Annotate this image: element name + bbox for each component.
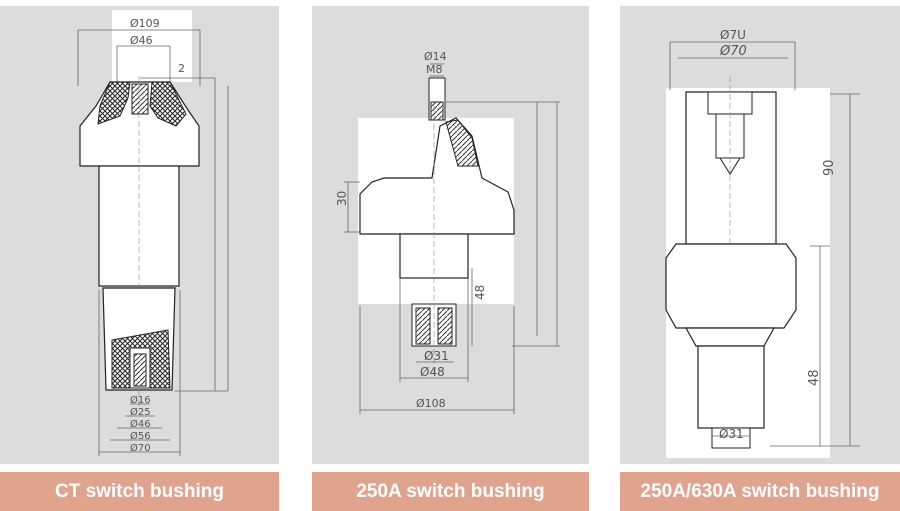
dim-d70u: Ø7U (720, 28, 746, 42)
shoulder (665, 243, 797, 329)
dim-d31: Ø31 (424, 349, 449, 363)
dim-d109: Ø109 (130, 17, 160, 30)
head-insert (131, 83, 149, 115)
top-stud (430, 101, 444, 121)
panel-250a-switch-bushing: Ø14 M8 30 48 Ø31 Ø48 Ø108 (312, 6, 589, 464)
dim-fortyeight: 48 (473, 285, 487, 300)
caption-ct-switch-bushing: CT switch bushing (0, 472, 279, 511)
dim-fortyeight: 48 (807, 369, 822, 386)
dim-d46-bottom: Ø46 (130, 418, 151, 430)
head-hatch-left (97, 81, 131, 125)
dim-d56: Ø56 (130, 430, 151, 442)
dim-d108: Ø108 (416, 397, 446, 410)
dim-d70: Ø70 (130, 442, 151, 454)
caption-250a-630a-switch-bushing: 250A/630A switch bushing (620, 472, 900, 511)
caption-250a-switch-bushing: 250A switch bushing (312, 472, 589, 511)
dim-m8: M8 (426, 63, 443, 76)
bushing-body (359, 117, 515, 235)
dim-d70: Ø70 (719, 44, 747, 59)
bushing-250a-drawing: Ø14 M8 30 48 Ø31 Ø48 Ø108 (335, 50, 560, 414)
dim-d16: Ø16 (130, 394, 151, 406)
dim-d25: Ø25 (130, 406, 151, 418)
dim-d48: Ø48 (420, 365, 445, 379)
dim-two: 2 (178, 62, 185, 75)
panel-250a-630a-switch-bushing: Ø7U Ø70 90 48 Ø31 (620, 6, 900, 464)
lower-shank (697, 345, 765, 429)
dim-d31: Ø31 (719, 427, 744, 441)
panel-ct-switch-bushing: Ø109 Ø46 2 Ø16 Ø25 Ø46 Ø56 (0, 6, 279, 464)
dim-ninety: 90 (822, 159, 837, 176)
bushing-630a-drawing: Ø7U Ø70 90 48 Ø31 (665, 28, 860, 458)
head-hatch-right (149, 81, 187, 127)
dim-d14: Ø14 (424, 50, 447, 63)
ct-bushing-drawing: Ø109 Ø46 2 Ø16 Ø25 Ø46 Ø56 (77, 10, 229, 456)
dim-thirty: 30 (335, 191, 349, 206)
bottom-stud (437, 307, 453, 345)
dim-d46-top: Ø46 (130, 34, 153, 47)
